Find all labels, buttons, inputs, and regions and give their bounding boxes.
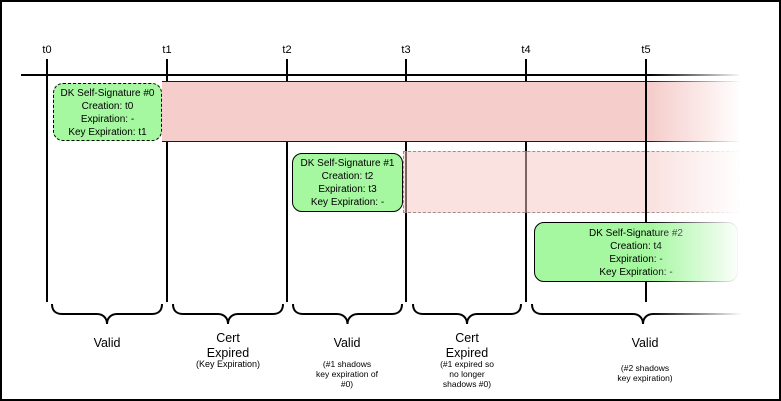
cert-expired-band-sig0 [162, 81, 739, 142]
tick-line-t1 [166, 59, 168, 302]
region-label-cert-expired-2: Cert Expired [445, 331, 489, 360]
signature-key-expiration: Key Expiration: t1 [68, 127, 147, 138]
signature-creation: Creation: t0 [81, 101, 134, 112]
signature-box-1: DK Self-Signature #1 Creation: t2 Expira… [292, 153, 403, 212]
tick-label-t2: t2 [282, 44, 292, 56]
brace-region-1 [51, 303, 163, 325]
signature-expiration: Expiration: - [609, 254, 663, 265]
signature-creation: Creation: t2 [321, 171, 374, 182]
signature-key-expiration: Key Expiration: - [310, 197, 385, 208]
region-label-valid-1: Valid [93, 336, 121, 350]
signature-title: DK Self-Signature #2 [589, 228, 683, 239]
region-note-shadows-0: (#1 shadows key expiration of #0) [316, 359, 378, 389]
right-fade-gradient [650, 57, 762, 328]
brace-region-4 [412, 303, 522, 325]
tick-line-t2 [286, 59, 288, 302]
region-note-key-expiration: (Key Expiration) [195, 359, 261, 369]
region-label-valid-2: Valid [333, 336, 361, 350]
tick-line-t5 [645, 59, 647, 302]
signature-expiration: Expiration: t3 [318, 184, 377, 195]
tick-line-t0 [46, 59, 48, 302]
tick-label-t3: t3 [401, 44, 411, 56]
signature-creation: Creation: t4 [610, 241, 662, 252]
region-label-cert-expired-1: Cert Expired [206, 331, 250, 360]
region-label-valid-3: Valid [631, 336, 659, 350]
brace-region-3 [292, 303, 403, 325]
signature-box-0: DK Self-Signature #0 Creation: t0 Expira… [53, 83, 162, 141]
signature-expiration: Expiration: - [80, 114, 135, 125]
region-note-expired-shadow: (#1 expired so no longer shadows #0) [440, 359, 494, 389]
brace-region-2 [172, 303, 284, 325]
tick-label-t1: t1 [162, 44, 172, 56]
tick-label-t0: t0 [42, 44, 52, 56]
tick-label-t4: t4 [521, 44, 531, 56]
signature-title: DK Self-Signature #1 [300, 158, 395, 169]
tick-label-t5: t5 [641, 44, 651, 56]
timeline-axis [21, 74, 739, 76]
signature-title: DK Self-Signature #0 [60, 88, 155, 99]
region-note-shadows-2: (#2 shadows key expiration) [617, 363, 673, 383]
signature-key-expiration: Key Expiration: - [599, 267, 673, 278]
